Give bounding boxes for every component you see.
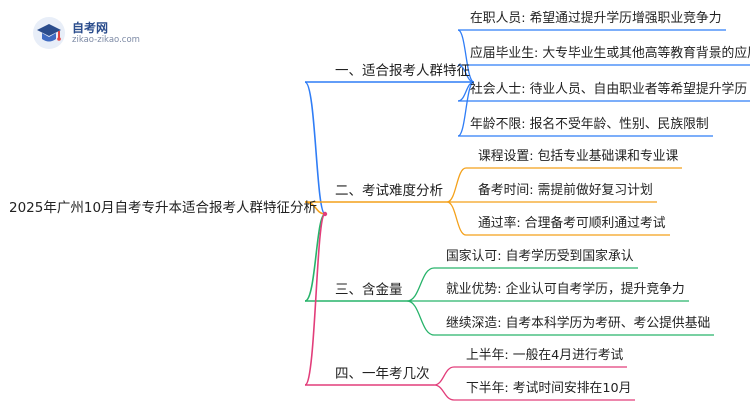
root-topic: 2025年广州10月自考专升本适合报考人群特征分析 (9, 200, 318, 216)
branch-to-leaf-link (446, 167, 467, 203)
leaf-first-half-year: 上半年: 一般在4月进行考试 (466, 348, 624, 363)
logo-name: 自考网 (72, 20, 109, 35)
leaf-national-recognition: 国家认可: 自考学历受到国家承认 (446, 249, 634, 264)
leaf-employment-advantage: 就业优势: 企业认可自考学历，提升竞争力 (446, 282, 685, 297)
root-to-branch-link-4 (304, 213, 326, 386)
branch-to-leaf-link (406, 267, 435, 302)
leaf-general-public: 社会人士: 待业人员、自由职业者等希望提升学历 (470, 82, 748, 97)
branch-to-leaf-link (433, 366, 455, 386)
leaf-no-age-limit: 年龄不限: 报名不受年龄、性别、民族限制 (470, 117, 709, 132)
logo-url: zikao-zikao.com (72, 34, 140, 45)
leaf-second-half-year: 下半年: 考试时间安排在10月 (466, 381, 632, 396)
root-connector-dot (322, 211, 328, 217)
site-logo[interactable]: 自考网 zikao-zikao.com (32, 16, 140, 50)
branch-to-leaf-link (433, 384, 455, 401)
branch-to-leaf-link (457, 29, 475, 83)
leaf-pass-rate: 通过率: 合理备考可顺利通过考试 (478, 216, 666, 231)
graduation-cap-icon (33, 17, 65, 49)
branch-exam-frequency: 四、一年考几次 (335, 366, 430, 382)
leaf-further-study: 继续深造: 自考本科学历为考研、考公提供基础 (446, 316, 711, 331)
branch-target-groups: 一、适合报考人群特征 (335, 63, 470, 79)
branch-to-leaf-link (457, 81, 475, 137)
branch-to-leaf-link (446, 201, 467, 236)
branch-credential-value: 三、含金量 (335, 282, 403, 298)
leaf-course-settings: 课程设置: 包括专业基础课和专业课 (478, 149, 679, 164)
root-to-branch-link-1 (304, 81, 326, 215)
leaf-working-professionals: 在职人员: 希望通过提升学历增强职业竞争力 (470, 11, 722, 26)
leaf-prep-time: 备考时间: 需提前做好复习计划 (478, 183, 653, 198)
branch-to-leaf-link (406, 300, 435, 336)
branch-exam-difficulty: 二、考试难度分析 (335, 183, 443, 199)
leaf-fresh-graduates: 应届毕业生: 大专毕业生或其他高等教育背景的应届生 (470, 46, 750, 61)
